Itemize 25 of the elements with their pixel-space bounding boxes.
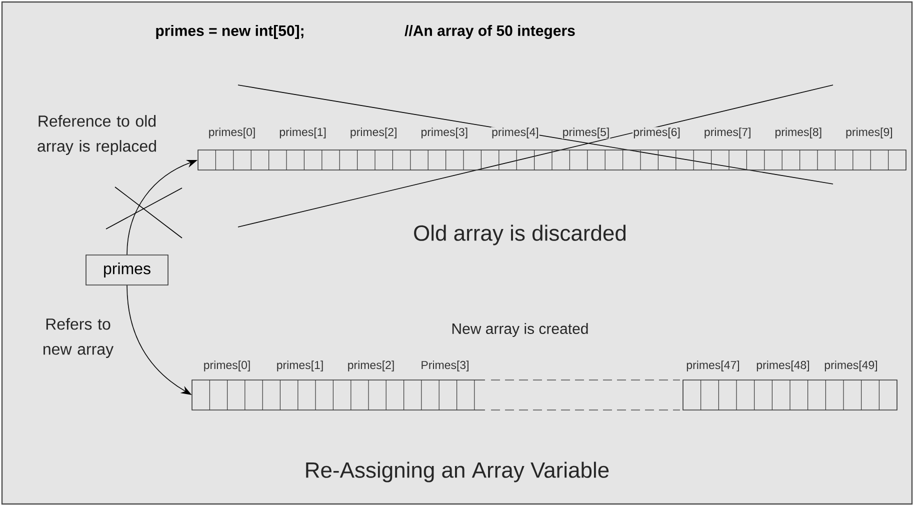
caption-text: New array is created bbox=[452, 323, 588, 337]
index-label: primes[6] bbox=[632, 127, 681, 139]
index-label: primes[4] bbox=[491, 127, 540, 139]
index-label: primes[1] bbox=[277, 360, 323, 372]
index-label: Primes[3] bbox=[422, 360, 468, 372]
code-text: //An array of 50 integers bbox=[404, 24, 575, 40]
caption: Re-Assigning an Array Variable bbox=[306, 462, 609, 482]
variable-box: primes bbox=[86, 254, 168, 286]
index-label: primes[9] bbox=[845, 127, 894, 139]
index-label: primes[8] bbox=[774, 127, 823, 139]
index-label: primes[0] bbox=[208, 127, 256, 139]
index-label: primes[2] bbox=[349, 127, 398, 139]
index-label: primes[5] bbox=[562, 127, 610, 139]
index-label: primes[49] bbox=[824, 360, 877, 372]
index-label: primes[2] bbox=[348, 360, 394, 372]
index-label: primes[7] bbox=[703, 127, 752, 139]
edge-label: Refers to new array bbox=[44, 318, 114, 358]
edge-label: Reference to old array is replaced bbox=[38, 115, 156, 155]
index-label: primes[47] bbox=[686, 360, 739, 372]
code-text: primes = new int[50]; bbox=[156, 25, 304, 39]
index-label: primes[1] bbox=[278, 127, 327, 139]
caption-text: Old array is discarded bbox=[414, 224, 626, 246]
index-label: primes[48] bbox=[756, 360, 809, 372]
index-label: primes[3] bbox=[420, 127, 469, 139]
index-label: primes[0] bbox=[204, 360, 250, 372]
